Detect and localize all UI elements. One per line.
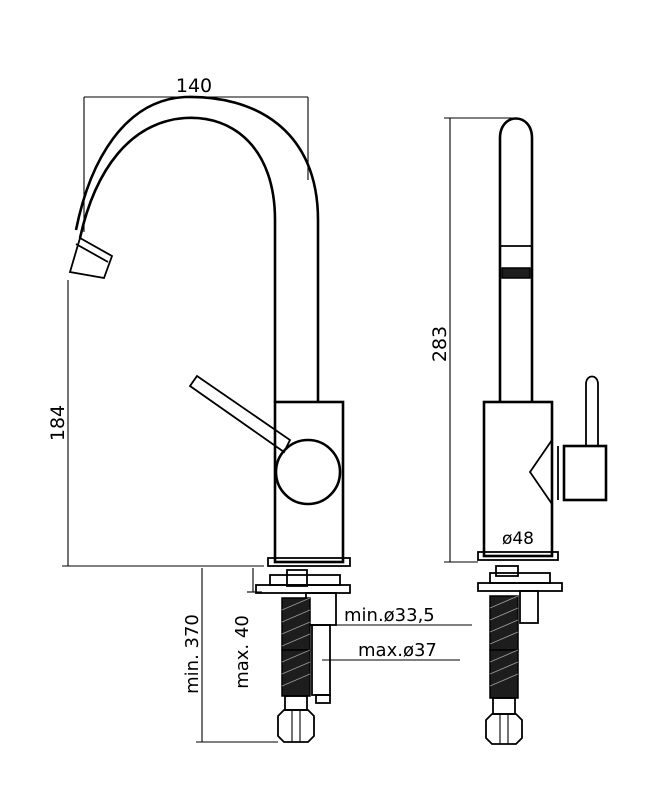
front-body xyxy=(273,400,345,564)
dim-base-diameter: ø48 xyxy=(502,529,534,549)
dim-hose-length: min. 370 xyxy=(182,614,203,694)
side-body xyxy=(482,400,554,558)
front-lever xyxy=(188,374,342,506)
side-fixing xyxy=(477,565,563,624)
dim-deck-thickness: max. 40 xyxy=(232,615,253,689)
dimension-lines xyxy=(62,96,516,743)
front-spout xyxy=(68,95,320,402)
dim-hole-max: max.ø37 xyxy=(358,640,437,661)
dim-total-height: 283 xyxy=(429,326,451,362)
front-hoses xyxy=(277,569,315,743)
dim-spout-reach: 140 xyxy=(176,75,212,97)
front-view xyxy=(68,95,351,743)
side-hoses xyxy=(485,595,523,745)
dim-hole-min: min.ø33,5 xyxy=(344,605,435,626)
side-lever xyxy=(528,375,608,505)
side-view xyxy=(477,117,608,745)
dim-spout-height: 184 xyxy=(47,405,69,441)
front-base-plate xyxy=(267,557,351,567)
front-fixing xyxy=(255,574,351,704)
side-spout xyxy=(498,117,534,402)
front-aerator xyxy=(68,236,114,280)
side-base-plate xyxy=(477,551,559,561)
